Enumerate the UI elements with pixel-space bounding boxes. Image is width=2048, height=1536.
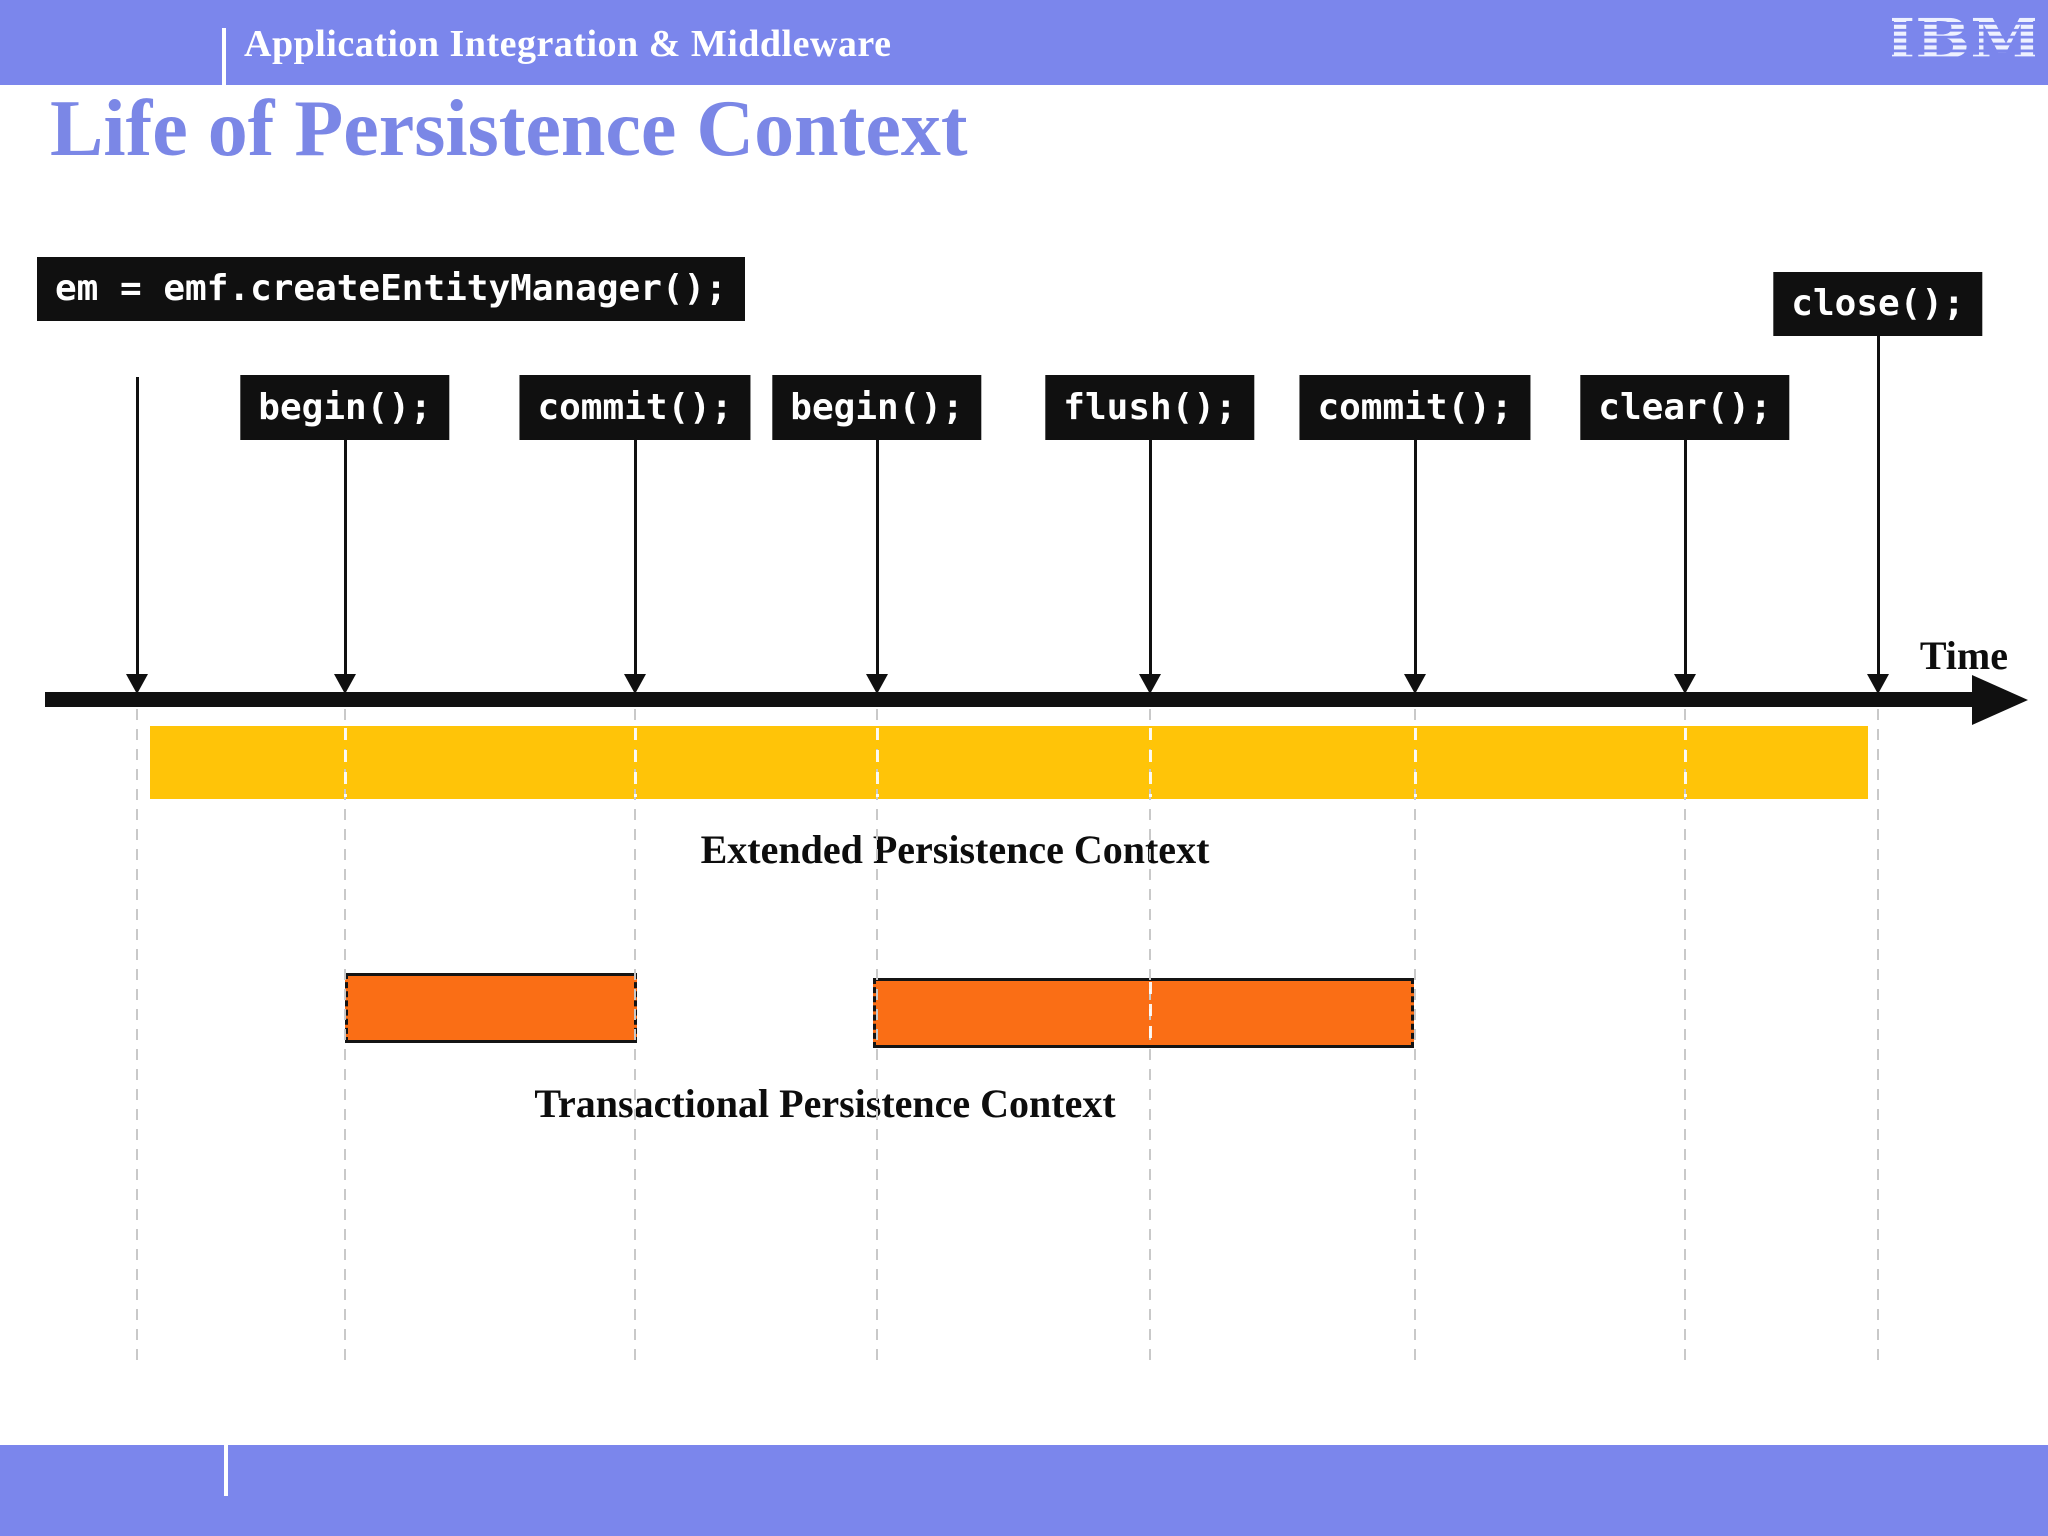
time-axis-label: Time xyxy=(1919,633,2008,678)
event-arrow-head-icon-begin-1 xyxy=(334,674,356,694)
event-guide-dashed-line-begin-2 xyxy=(876,709,878,1365)
ibm-logo-icon: IBM xyxy=(1892,11,2035,66)
event-arrow-head-icon-clear xyxy=(1674,674,1696,694)
event-arrow-head-icon-commit-1 xyxy=(624,674,646,694)
header-divider xyxy=(222,28,226,85)
extended-bar-cross-dashed-line-flush xyxy=(1148,728,1152,797)
event-arrow-head-icon-close xyxy=(1867,674,1889,694)
extended-context-bar xyxy=(150,726,1868,799)
page-title: Life of Persistence Context xyxy=(50,85,968,173)
event-guide-dashed-line-close xyxy=(1877,709,1879,1365)
timeline-diagram: Time Extended Persistence Context Transa… xyxy=(37,257,2028,1365)
event-guide-dashed-line-commit-1 xyxy=(634,709,636,1365)
code-box-commit-1: commit(); xyxy=(519,375,751,440)
time-axis-arrowhead-icon xyxy=(1972,675,2028,725)
event-guide-dashed-line-clear xyxy=(1684,709,1686,1365)
code-box-clear: clear(); xyxy=(1580,375,1790,440)
event-arrow-head-icon-begin-2 xyxy=(866,674,888,694)
transactional-context-label: Transactional Persistence Context xyxy=(534,1081,1116,1126)
event-arrow-line-begin-1 xyxy=(343,440,347,676)
extended-context-label: Extended Persistence Context xyxy=(700,827,1210,872)
extended-bar-cross-dashed-line-begin-1 xyxy=(343,728,347,797)
event-arrow-head-icon-commit-2 xyxy=(1404,674,1426,694)
transactional-context-bar-2 xyxy=(873,978,1414,1048)
event-arrow-head-icon-create-entity-manager xyxy=(126,674,148,694)
footer-bar: 10 Pinaki Poddar, SWG/IBM © 2009 IBM Cor… xyxy=(0,1445,2048,1536)
footer-divider xyxy=(224,1438,228,1496)
extended-bar-cross-dashed-line-clear xyxy=(1683,728,1687,797)
event-arrow-line-flush xyxy=(1148,440,1152,676)
code-box-create-entity-manager: em = emf.createEntityManager(); xyxy=(37,257,745,321)
event-guide-dashed-line-commit-2 xyxy=(1414,709,1416,1365)
event-arrow-line-commit-2 xyxy=(1413,440,1417,676)
code-box-begin-2: begin(); xyxy=(772,375,982,440)
ibm-logo-text: IBM xyxy=(1892,11,2035,66)
event-arrow-line-begin-2 xyxy=(875,440,879,676)
event-guide-dashed-line-create-entity-manager xyxy=(136,709,138,1365)
event-arrow-line-clear xyxy=(1683,440,1687,676)
header-bar: Application Integration & Middleware IBM xyxy=(0,0,2048,85)
extended-bar-cross-dashed-line-commit-1 xyxy=(633,728,637,797)
event-arrow-line-create-entity-manager xyxy=(135,377,139,676)
code-box-close: close(); xyxy=(1773,272,1983,336)
extended-bar-cross-dashed-line-begin-2 xyxy=(875,728,879,797)
event-arrow-line-commit-1 xyxy=(633,440,637,676)
extended-bar-cross-dashed-line-commit-2 xyxy=(1413,728,1417,797)
code-box-flush: flush(); xyxy=(1045,375,1255,440)
code-box-begin-1: begin(); xyxy=(240,375,450,440)
code-box-commit-2: commit(); xyxy=(1299,375,1531,440)
event-arrow-line-close xyxy=(1876,336,1880,676)
time-axis xyxy=(45,692,1972,707)
header-section-title: Application Integration & Middleware xyxy=(244,23,892,65)
event-guide-dashed-line-begin-1 xyxy=(344,709,346,1365)
transactional-context-bar-1 xyxy=(345,973,637,1043)
event-arrow-head-icon-flush xyxy=(1139,674,1161,694)
transactional-bar-cross-dashed-line-flush xyxy=(1148,982,1152,1045)
